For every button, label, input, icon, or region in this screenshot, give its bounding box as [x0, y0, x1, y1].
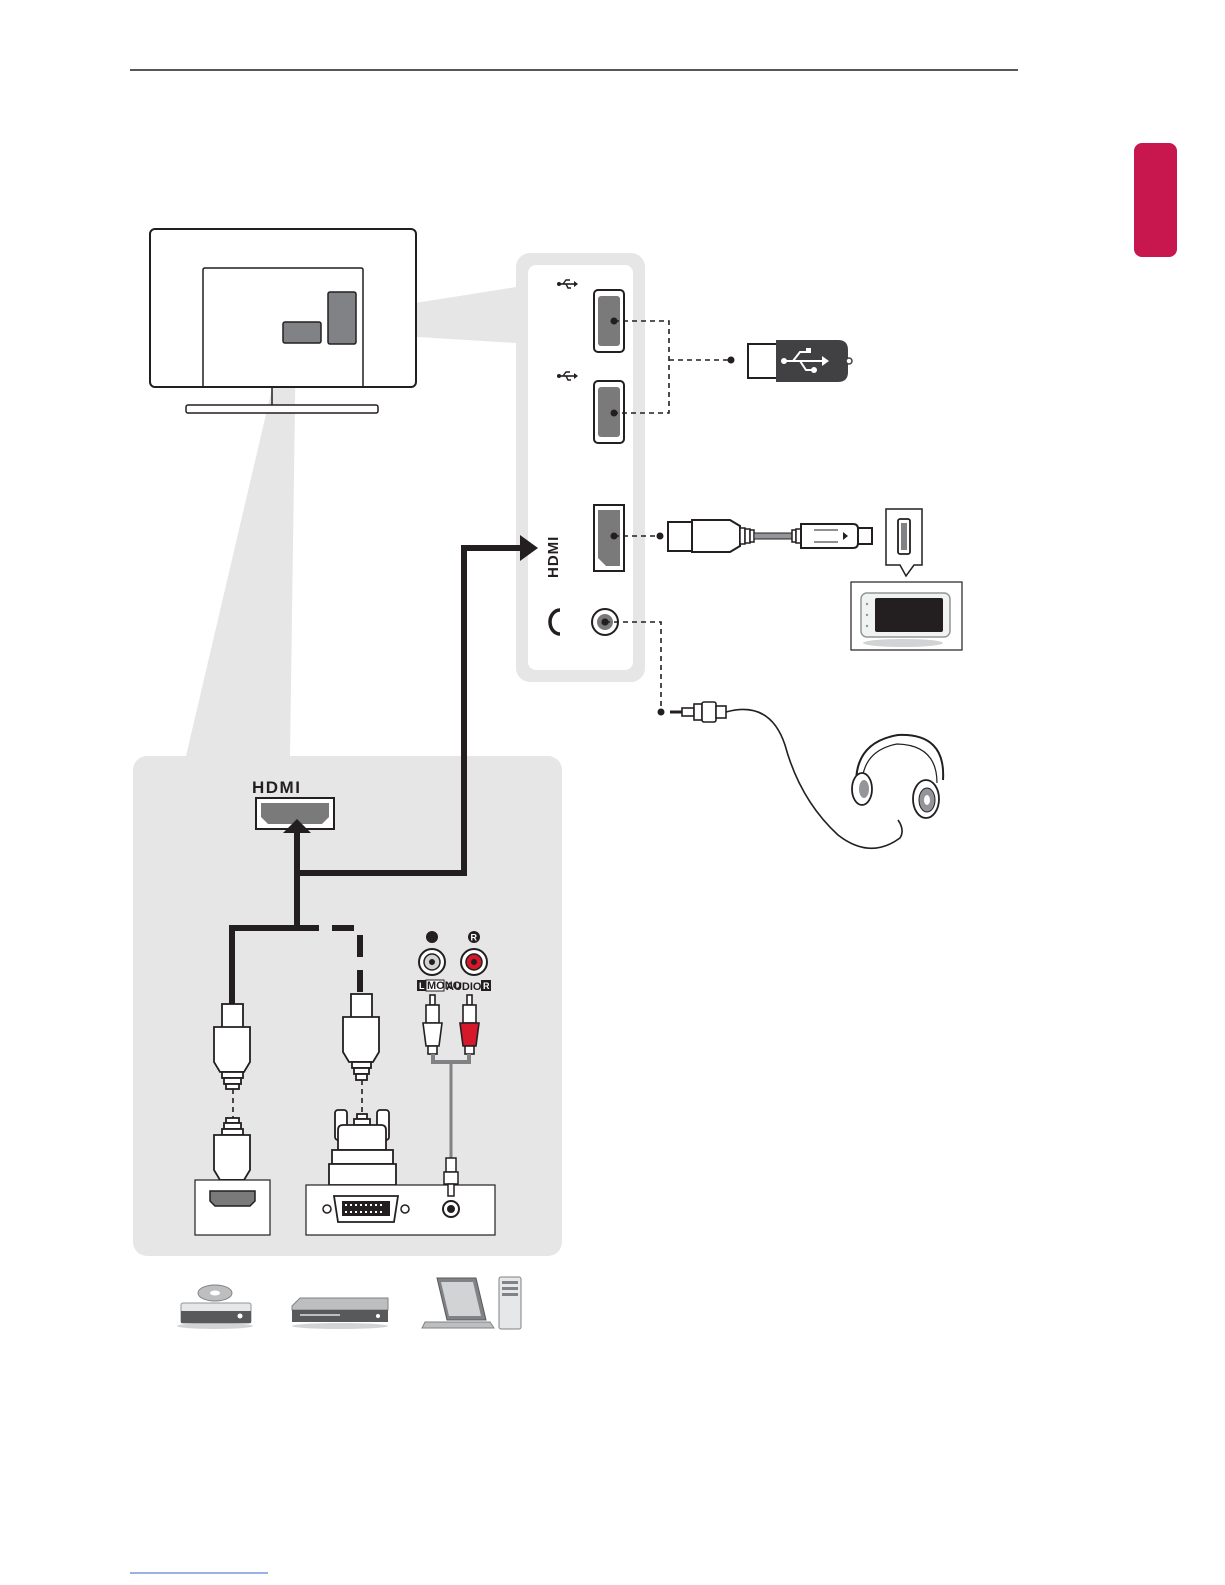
- audio-left-label: L: [419, 981, 425, 991]
- usb-port-1: [594, 290, 624, 352]
- audio-right-label: R: [483, 981, 490, 991]
- usb-flash-drive: [748, 340, 852, 382]
- audio-right-badge: R: [471, 933, 478, 943]
- laptop: [422, 1278, 494, 1328]
- usb-port-2: [594, 381, 624, 443]
- audio-center-label: AUDIO: [446, 981, 482, 993]
- mhl-cable: [668, 520, 872, 552]
- hdmi-port-device: [195, 1180, 270, 1235]
- tv-back: [150, 229, 416, 413]
- set-top-box: [292, 1298, 388, 1329]
- hdmi-side-label: HDMI: [545, 536, 562, 578]
- dvd-player: [177, 1285, 253, 1329]
- usb-drive-dot: [728, 357, 735, 364]
- hdmi-port-side: [594, 505, 624, 571]
- zoom-beam-rear: [186, 333, 296, 756]
- usb-port-dot: [611, 410, 618, 417]
- smartphone: [851, 582, 962, 650]
- dvi-audio-port-plate: [306, 1185, 495, 1235]
- mhl-plug-dot: [657, 533, 664, 540]
- headphone-plug-dot: [658, 709, 665, 716]
- language-tab: [1134, 143, 1177, 257]
- headphone-jack-dot: [602, 619, 609, 626]
- audio-label-row: L MONO AUDIO R: [417, 980, 491, 993]
- hdmi-rear-label: HDMI: [252, 778, 301, 797]
- headphones: [670, 702, 943, 848]
- hdmi-port-dot: [611, 533, 618, 540]
- tv-side-port-block: [328, 292, 356, 344]
- usb-port-dot: [611, 318, 618, 325]
- smartphone-port-callout: [886, 509, 922, 576]
- tv-rear-port-block: [283, 322, 321, 343]
- desktop-pc: [499, 1277, 521, 1329]
